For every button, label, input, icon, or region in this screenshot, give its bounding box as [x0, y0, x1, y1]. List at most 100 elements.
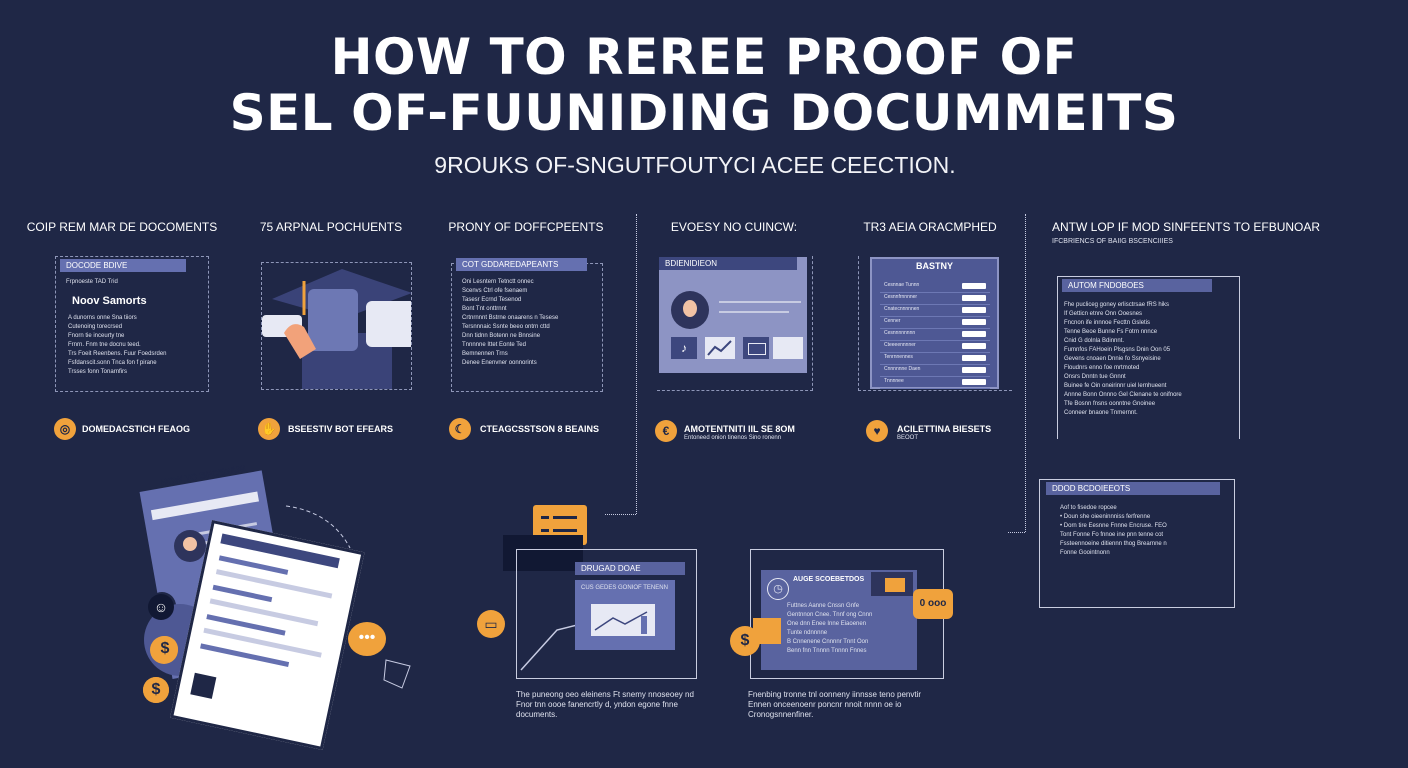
badge-label-5: ACILETTINA BIESETS — [897, 424, 992, 434]
music-icon: ♪ — [671, 337, 697, 359]
profile-card-frame — [657, 256, 813, 391]
image-icon — [743, 337, 769, 359]
column-title-6: ANTW LOP IF MOD SINFEENTS TO EFBUNOAR — [1052, 220, 1321, 234]
clock-icon: ◷ — [767, 578, 789, 600]
page-title-line-2: SEL OF-FUUNIDING DOCUMMEITS — [229, 84, 1179, 142]
badge-sublabel-4: Entoneed onion tinenos Sino ronenn — [684, 435, 782, 441]
middle-panel-header: DRUGAD DOAE — [575, 562, 685, 575]
card-header-3: COT GDDAREDAPEANTS — [456, 258, 587, 271]
card-body-6: Fhe pucliceg goney erlisctrsae fRS hiks … — [1064, 302, 1182, 416]
graduation-illustration — [261, 262, 416, 390]
euro-icon: € — [655, 420, 677, 442]
table-row-value — [962, 331, 986, 337]
target-icon: ◎ — [54, 418, 76, 440]
dollar-icon-2: $ — [143, 677, 169, 703]
page-subtitle: 9ROUKS OF-SNGUTFOUTYCI ACEE CEECTION. — [434, 152, 956, 178]
table-row-label: Tenrnnennes — [884, 354, 913, 360]
connector-line-3 — [1025, 214, 1026, 532]
monitor-icon: ▭ — [477, 610, 505, 638]
right-panel-body: Futtnes Aanne Cnssn Gnfe Gentnnon Cnee. … — [787, 603, 873, 654]
card-heading-1: Noov Samorts — [72, 295, 147, 307]
user-icon: ☺ — [148, 594, 174, 620]
table-row: Tnnnnee — [880, 377, 990, 389]
table-row-value — [962, 319, 986, 325]
column-title-5: TR3 AEIA ORACMPHED — [863, 220, 997, 234]
table-row: Cnnnnnne Daen — [880, 365, 990, 377]
document-card-1: DOCODE BDIVE Frpnoeste TAD Trid Noov Sam… — [55, 256, 209, 392]
bar-chart-icon — [591, 604, 655, 636]
dollar-icon: $ — [152, 636, 178, 662]
chat-bubble-right: 0 ooo — [913, 589, 953, 619]
info-card-6: AUTOM FNDOBOES Fhe pucliceg goney erlisc… — [1057, 276, 1240, 439]
profile-line-1 — [719, 301, 801, 303]
connector-line-4 — [1008, 532, 1025, 533]
table-row-value — [962, 355, 986, 361]
info-card-7: DDOD BCDOIEEOTS Aof to fisedoe ropcee • … — [1039, 479, 1235, 608]
badge-label-4: AMOTENTNITI IIL SE 8OM — [684, 424, 795, 434]
table-row-value — [962, 295, 986, 301]
column-title-4: EVOESY NO CUINCW: — [670, 220, 798, 234]
middle-panel: DRUGAD DOAE CUS GEDES GONIOF TENENN — [516, 549, 697, 679]
middle-panel-chart-card: CUS GEDES GONIOF TENENN — [575, 580, 675, 650]
table-row: Cnatecnnnnnen — [880, 305, 990, 317]
column-title-1: COIP REM MAR DE DOCOMENTS — [26, 220, 218, 234]
card-body-1: A dunorns onne Sna tiiors Cutenoing tore… — [68, 315, 167, 375]
document-card-3: COT GDDAREDAPEANTS Oni Lesntern Tetnctt … — [451, 258, 603, 392]
card-header-5: BASTNY — [915, 261, 953, 271]
table-row-value — [962, 379, 986, 385]
card-body-3: Oni Lesntern Tetnctt onnec Scenvs Ctrl o… — [462, 279, 559, 366]
right-panel-header: AUGE SCOEBETDOS — [793, 576, 865, 583]
middle-caption: The puneong oeo eleinens Ft snemy nnoseo… — [516, 690, 694, 719]
right-caption: Fnenbing tronne tnl oonneny iinnsse teno… — [748, 690, 922, 719]
heart-icon: ♥ — [866, 420, 888, 442]
table-row-label: Cnatecnnnnnen — [884, 306, 920, 312]
table-row: Cesnnfrnnnner — [880, 293, 990, 305]
table-row-label: Cnnnnnne Daen — [884, 366, 921, 372]
table-row-value — [962, 283, 986, 289]
card-header-4: BDIENIDIEON — [659, 257, 797, 270]
badge-label-2: BSEESTIV BOT EFEARS — [288, 424, 394, 434]
badge-sublabel-5: BEOOT — [897, 435, 919, 441]
card-body-7: Aof to fisedoe ropcee • Doun she oieenin… — [1060, 505, 1167, 556]
chart-icon — [705, 337, 735, 359]
profile-line-2 — [719, 311, 789, 313]
image-thumb — [871, 572, 913, 596]
table-row-value — [962, 307, 986, 313]
card-header-1: DOCODE BDIVE — [60, 259, 186, 272]
connector-line-2 — [605, 514, 636, 515]
table-row: Tenrnnennes — [880, 353, 990, 365]
profile-card: BDIENIDIEON ♪ — [659, 257, 807, 373]
table-row: Cteeeennnner — [880, 341, 990, 353]
table-row-label: Cesnnae Tunnn — [884, 282, 920, 288]
card-header-7: DDOD BCDOIEEOTS — [1046, 482, 1220, 495]
connector-line-1 — [636, 214, 637, 514]
table-row: Cenner — [880, 317, 990, 329]
document-icon — [773, 337, 803, 359]
column-subtitle-6: IFCBRIENCS OF BAIIG BSCENCIIIES — [1052, 238, 1173, 245]
table-row-label: Cenner — [884, 318, 901, 324]
middle-panel-sub: CUS GEDES GONIOF TENENN — [581, 585, 668, 591]
table-row: Cesnnae Tunnn — [880, 281, 990, 293]
moon-icon: ☾ — [449, 418, 471, 440]
right-panel: ◷ AUGE SCOEBETDOS Futtnes Aanne Cnssn Gn… — [750, 549, 944, 679]
card-header-6: AUTOM FNDOBOES — [1062, 279, 1212, 292]
chat-bubble-icon: ••• — [348, 622, 386, 656]
graduation-cap-icon — [262, 269, 416, 389]
page-title-line-1: HOW TO REREE PROOF OF — [330, 28, 1078, 86]
column-title-2: 75 ARPNAL POCHUENTS — [259, 220, 403, 234]
table-row-label: Cesnnnnnnnn — [884, 330, 916, 336]
badge-label-3: CTEAGCSSTSON 8 BEAINS — [480, 424, 600, 434]
column-title-3: PRONY OF DOFFCPEENTS — [448, 220, 604, 234]
coin-icon: $ — [730, 626, 760, 656]
table-row-label: Tnnnnee — [884, 378, 904, 384]
table-row-value — [962, 367, 986, 373]
table-card-frame — [858, 256, 1012, 391]
avatar — [671, 291, 709, 329]
card-subheading-1: Frpnoeste TAD Trid — [66, 279, 118, 285]
table-row: Cesnnnnnnnn — [880, 329, 990, 341]
hand-icon: ✋ — [258, 418, 280, 440]
table-row-label: Cteeeennnner — [884, 342, 916, 348]
right-panel-card: ◷ AUGE SCOEBETDOS Futtnes Aanne Cnssn Gn… — [761, 570, 917, 670]
